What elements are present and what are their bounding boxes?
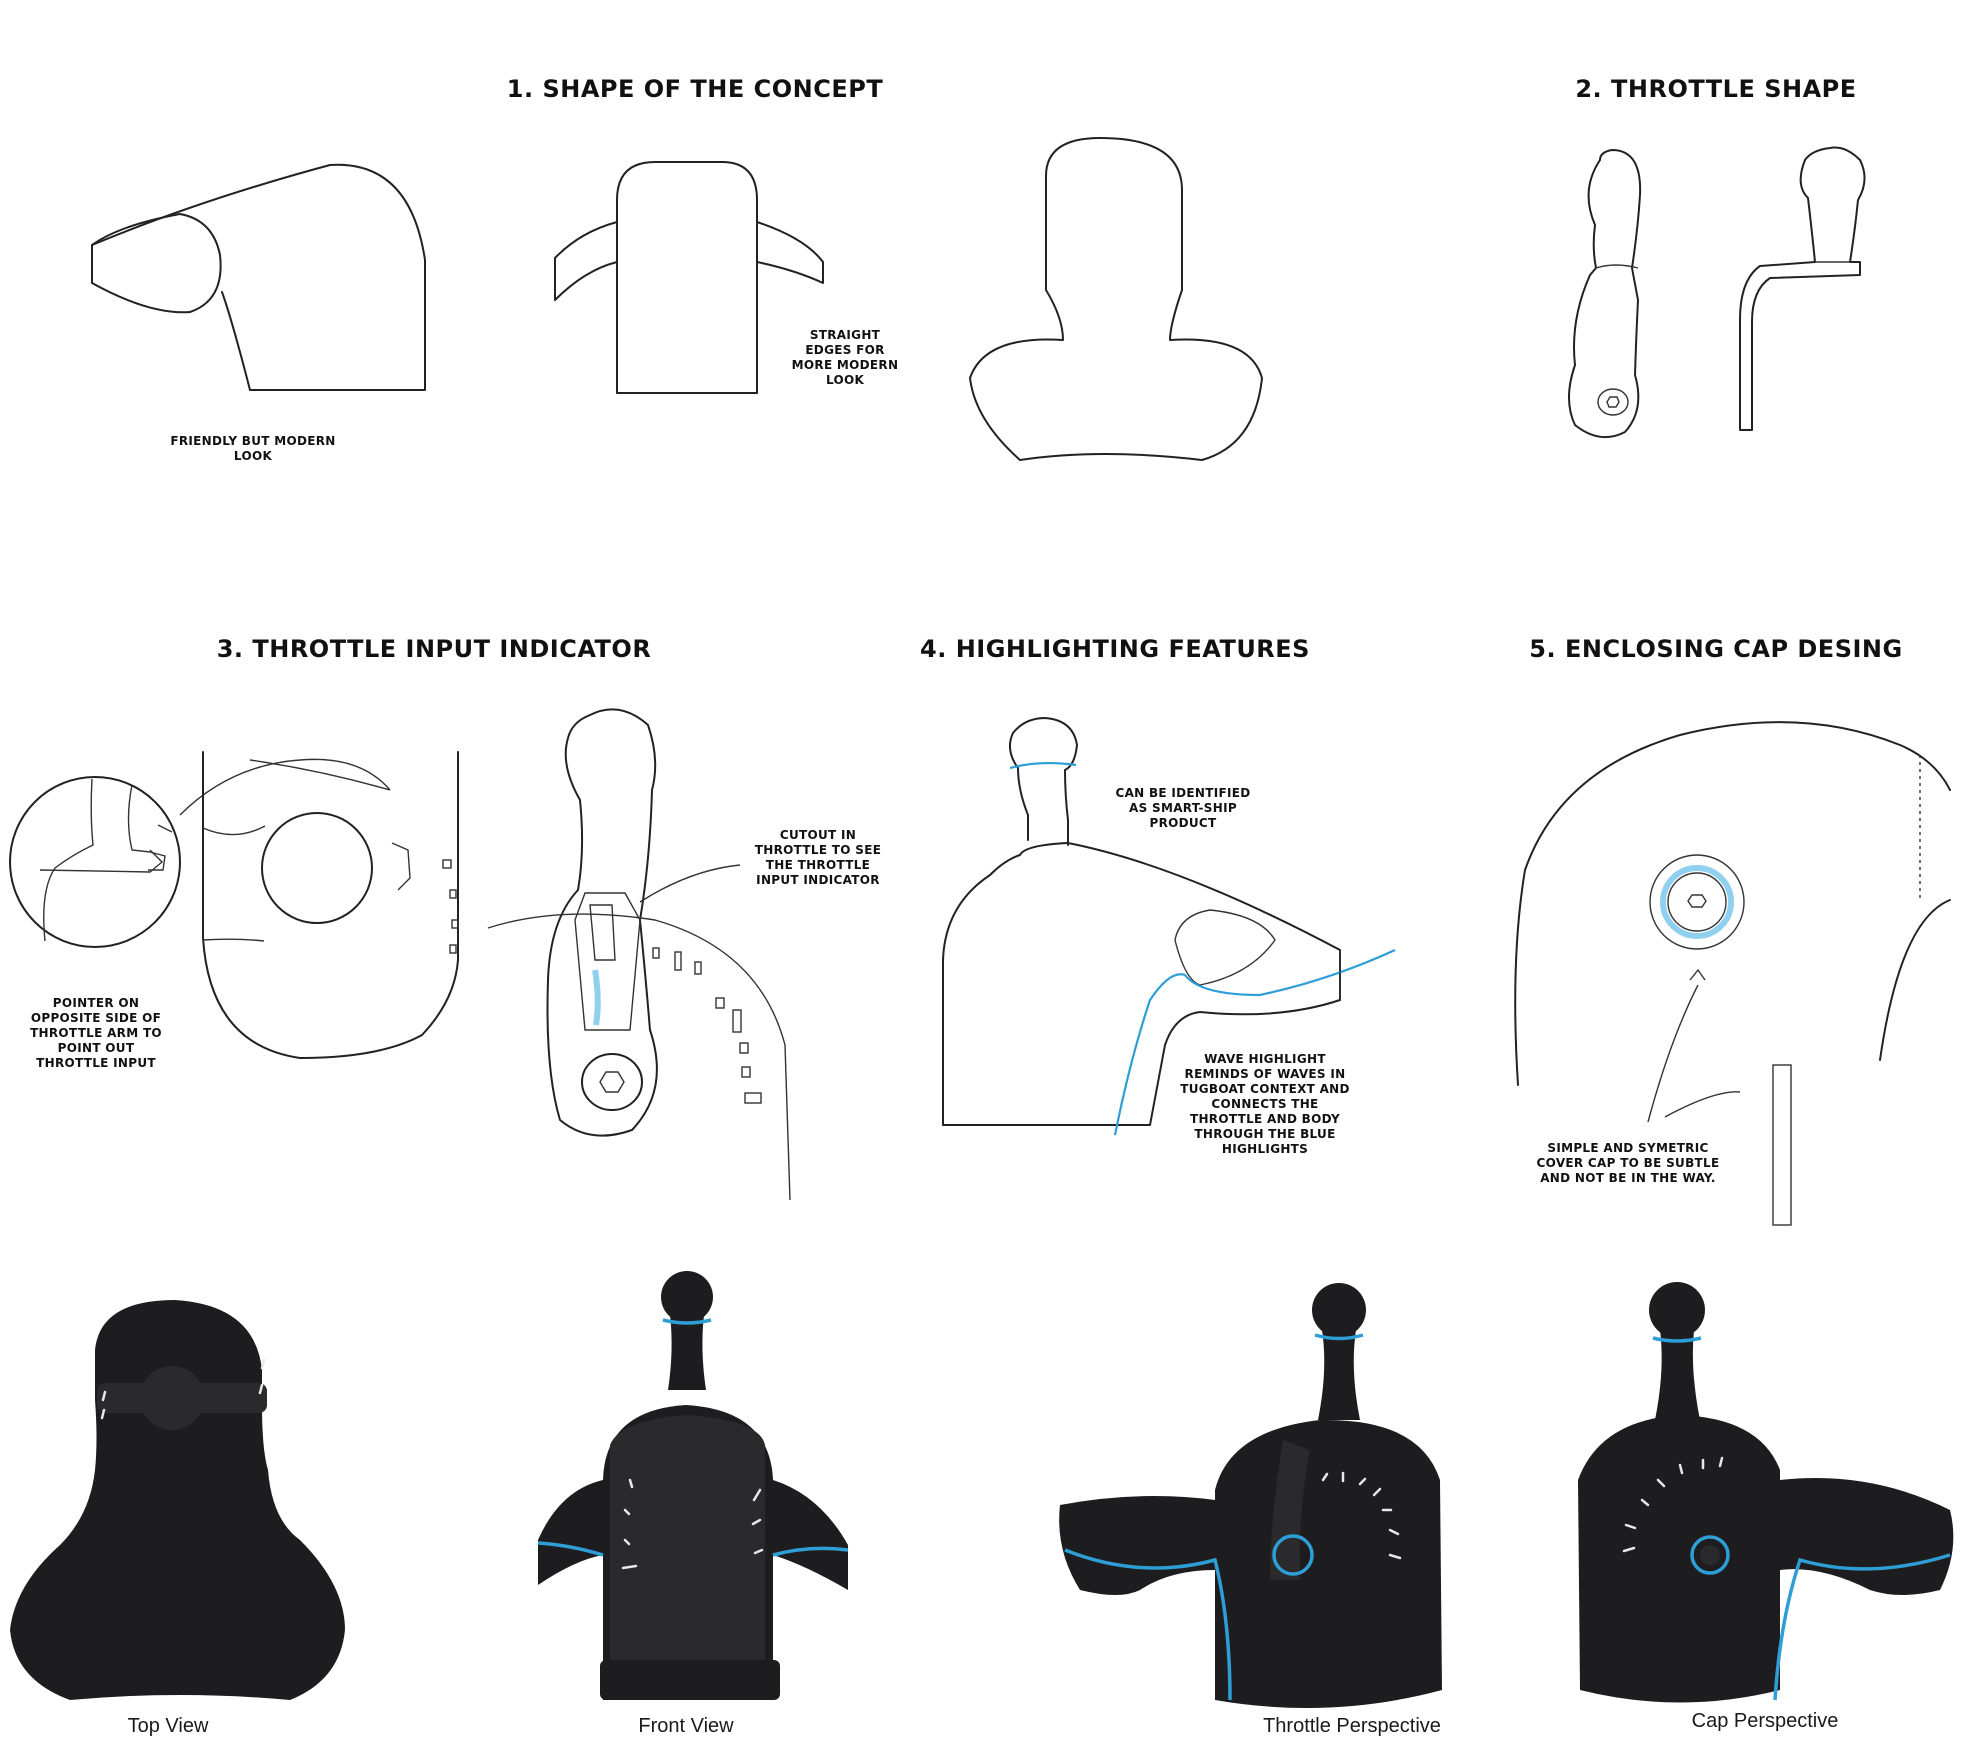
note-wave: WAVE HIGHLIGHT REMINDS OF WAVES IN TUGBO… bbox=[1180, 1052, 1350, 1156]
heading-throttle-input-indicator: 3. THROTTLE INPUT INDICATOR bbox=[216, 635, 652, 663]
note-cutout: CUTOUT IN THROTTLE TO SEE THE THROTTLE I… bbox=[754, 828, 882, 887]
front-view-render bbox=[537, 1271, 849, 1700]
throttle-side-sketch bbox=[1739, 146, 1866, 431]
throttle-front-sketch bbox=[1568, 149, 1642, 439]
throttle-perspective-render bbox=[1059, 1283, 1442, 1708]
caption-top-view: Top View bbox=[127, 1715, 209, 1737]
cap-sketch bbox=[1514, 721, 1951, 1226]
heading-shape-of-concept: 1. SHAPE OF THE CONCEPT bbox=[506, 75, 884, 103]
top-view-render bbox=[10, 1300, 345, 1700]
concept-top-sketch bbox=[969, 137, 1263, 461]
heading-throttle-shape: 2. THROTTLE SHAPE bbox=[1575, 75, 1857, 103]
caption-front-view: Front View bbox=[638, 1715, 734, 1737]
caption-cap-perspective: Cap Perspective bbox=[1691, 1710, 1839, 1732]
note-pointer: POINTER ON OPPOSITE SIDE OF THROTTLE ARM… bbox=[30, 996, 162, 1070]
pointer-detail-sketch bbox=[9, 758, 391, 948]
note-friendly: FRIENDLY BUT MODERN LOOK bbox=[170, 434, 336, 463]
pointer-body-sketch bbox=[202, 751, 459, 1059]
heading-enclosing-cap: 5. ENCLOSING CAP DESING bbox=[1529, 635, 1903, 663]
note-identified: CAN BE IDENTIFIED AS SMART-SHIP PRODUCT bbox=[1115, 786, 1251, 830]
note-straight-edges: STRAIGHT EDGES FOR MORE MODERN LOOK bbox=[791, 328, 899, 387]
highlight-sketch bbox=[942, 717, 1396, 1136]
concept-side-sketch bbox=[91, 163, 426, 391]
caption-throttle-perspective: Throttle Perspective bbox=[1263, 1715, 1441, 1737]
cutout-throttle-sketch bbox=[487, 708, 791, 1201]
note-cover-cap: SIMPLE AND SYMETRIC COVER CAP TO BE SUBT… bbox=[1536, 1141, 1720, 1185]
concept-front-sketch bbox=[554, 161, 824, 394]
heading-highlighting-features: 4. HIGHLIGHTING FEATURES bbox=[920, 635, 1310, 663]
cap-perspective-render bbox=[1578, 1282, 1954, 1703]
